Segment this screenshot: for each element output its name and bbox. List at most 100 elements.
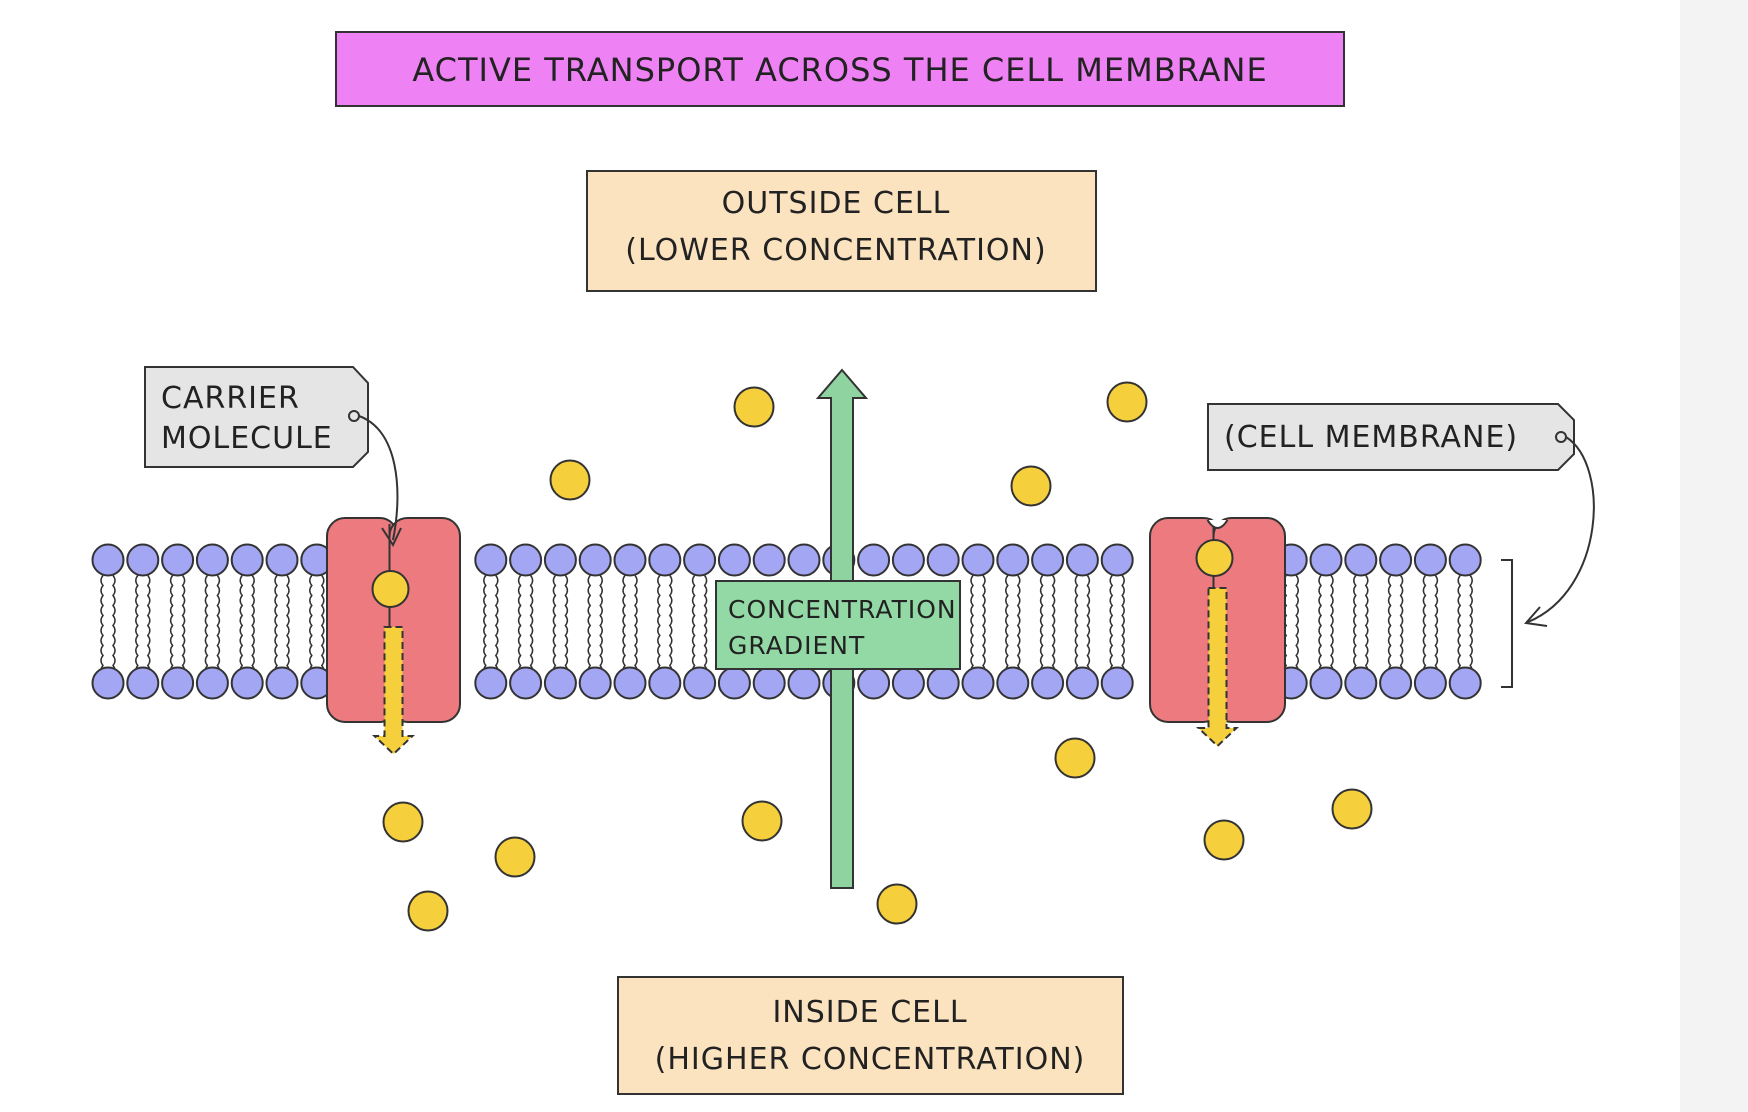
particle-icon (1054, 737, 1096, 779)
lipid-tail (1387, 575, 1392, 676)
phospholipid-head-icon (1344, 666, 1378, 700)
outside-cell-box-bg (586, 170, 1097, 292)
carrier-protein (1149, 517, 1286, 748)
phospholipid-head-icon (1379, 543, 1413, 577)
lipid-tail (274, 575, 278, 676)
lipid-tail (970, 575, 974, 676)
membrane-bracket (1501, 559, 1513, 688)
lipid-tail (1121, 575, 1125, 676)
particle-icon (382, 801, 424, 843)
inside-cell-box-bg (617, 976, 1124, 1095)
particle-icon (1010, 465, 1052, 507)
particle-icon (741, 800, 783, 842)
phospholipid-head-icon (161, 543, 195, 577)
lipid-tail (181, 575, 186, 676)
carrier-label-line2: MOLECULE (161, 421, 333, 456)
lipid-tail (286, 575, 290, 676)
phospholipid-head-icon (265, 666, 299, 700)
phospholipid-head-icon (752, 666, 786, 700)
phospholipid-head-icon (509, 666, 543, 700)
phospholipid-head-icon (91, 666, 125, 700)
carrier-tag-bg (144, 366, 369, 468)
phospholipid-head-icon (230, 666, 264, 700)
phospholipid-head-icon (195, 666, 229, 700)
lipid-tail (483, 575, 487, 676)
lipid-tail (204, 575, 209, 676)
lipid-tail (1318, 575, 1322, 676)
outside-concentration-label: (LOWER CONCENTRATION) (625, 233, 1046, 268)
phospholipid-head-icon (683, 666, 717, 700)
phospholipid-head-icon (683, 543, 717, 577)
phospholipid-head-icon (648, 543, 682, 577)
cell-membrane-label: (CELL MEMBRANE) (1224, 420, 1518, 455)
particle-icon (876, 883, 918, 925)
phospholipid-head-icon (1309, 666, 1343, 700)
lipid-tail (1109, 575, 1114, 676)
phospholipid-head-icon (1448, 543, 1482, 577)
phospholipid-head-icon (543, 543, 577, 577)
lipid-tail (1330, 575, 1334, 676)
lipid-tail (1086, 575, 1091, 676)
lipid-tail (1364, 575, 1369, 676)
outside-cell-label: OUTSIDE CELL (722, 186, 951, 221)
lipid-tail (982, 575, 986, 676)
phospholipid-head-icon (1344, 543, 1378, 577)
lipid-tail (146, 575, 151, 676)
title-banner-bg (335, 31, 1345, 107)
phospholipid-head-icon (926, 666, 960, 700)
lipid-tail (1422, 575, 1427, 676)
phospholipid-head-icon (1065, 666, 1099, 700)
particle-icon (733, 386, 775, 428)
lipid-tail (239, 575, 244, 676)
inside-cell-box: INSIDE CELL (HIGHER CONCENTRATION) (617, 976, 1124, 1095)
concentration-gradient-box-bg (715, 580, 961, 670)
particle-icon (1331, 788, 1373, 830)
phospholipid-head-icon (265, 543, 299, 577)
phospholipid-head-icon (1379, 666, 1413, 700)
solute-particles (382, 381, 1373, 932)
particle-icon (371, 570, 410, 608)
phospholipid-head-icon (126, 666, 160, 700)
phospholipid-head-icon (1100, 543, 1134, 577)
phospholipid-head-icon (126, 543, 160, 577)
phospholipid-head-icon (230, 543, 264, 577)
lipid-tail (517, 575, 522, 676)
membrane-tag-bg (1207, 403, 1575, 471)
phospholipid-head-icon (1031, 543, 1065, 577)
lipid-tail (1039, 575, 1044, 676)
lipid-tail (622, 575, 626, 676)
lipid-tail (309, 575, 313, 676)
phospholipid-head-icon (891, 543, 925, 577)
lipid-tail (1469, 575, 1473, 676)
lipid-tail (1434, 575, 1439, 676)
phospholipid-head-icon (961, 666, 995, 700)
inside-cell-label: INSIDE CELL (772, 995, 967, 1030)
phospholipid-head-icon (787, 543, 821, 577)
phospholipid-head-icon (787, 666, 821, 700)
phospholipid-head-icon (891, 666, 925, 700)
carrier-molecule-tag: CARRIER MOLECULE (144, 366, 402, 548)
inside-concentration-label: (HIGHER CONCENTRATION) (655, 1042, 1086, 1077)
phospholipid-head-icon (1309, 543, 1343, 577)
lipid-tail (691, 575, 696, 676)
phospholipid-head-icon (1448, 666, 1482, 700)
lipid-tail (599, 575, 603, 676)
phospholipid-head-icon (996, 666, 1030, 700)
yellow-down-arrow-icon (371, 626, 416, 756)
cell-membrane (91, 517, 1482, 756)
phospholipid-head-icon (613, 666, 647, 700)
carrier-pointer-line (358, 415, 399, 541)
phospholipid-head-icon (613, 543, 647, 577)
carrier-binding-site (1206, 519, 1229, 529)
particle-icon (407, 890, 449, 932)
lipid-tail (169, 575, 174, 676)
phospholipid-head-icon (926, 543, 960, 577)
lipid-tail (1005, 575, 1009, 676)
lipid-tail (703, 575, 708, 676)
lipid-tail (100, 575, 104, 676)
lipid-tail (529, 575, 534, 676)
lipid-tail (1016, 575, 1021, 676)
phospholipid-head-icon (857, 666, 891, 700)
phospholipid-head-icon (1100, 666, 1134, 700)
